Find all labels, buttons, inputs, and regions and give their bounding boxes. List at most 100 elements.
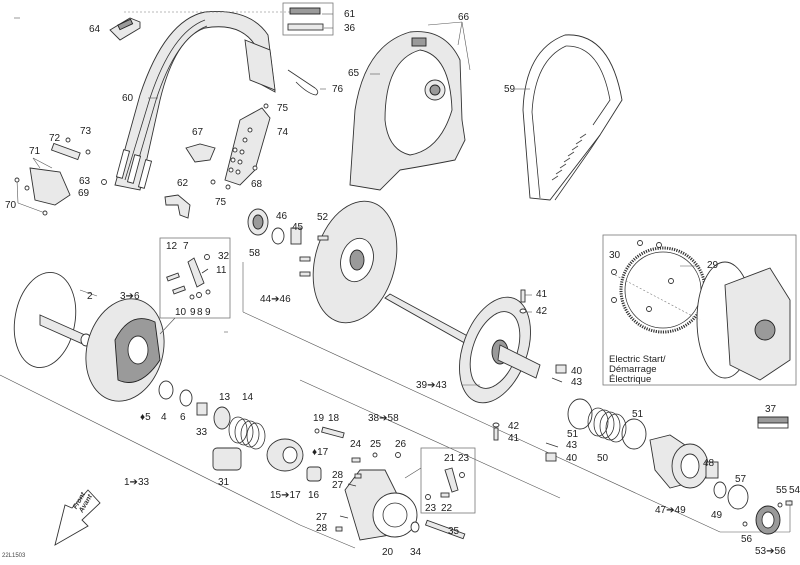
roller-8 <box>196 292 202 298</box>
cam-arm-inset <box>420 447 476 514</box>
screw-52b <box>299 256 311 262</box>
nut-26 <box>395 452 401 458</box>
callout-18: 18 <box>328 413 340 424</box>
callout-60: 60 <box>122 93 134 104</box>
decal-37 <box>757 416 789 424</box>
electric-start-label: Electric Start/ Démarrage Électrique <box>609 355 666 385</box>
callout-21: 21 <box>444 453 456 464</box>
plate-part-72 <box>50 142 81 161</box>
assembly-line-driven-pulley-long <box>242 311 721 533</box>
drive-belt-part-59 <box>522 34 623 201</box>
callout-17: ♦17 <box>312 447 329 458</box>
callout-57: 57 <box>735 474 747 485</box>
movable-sheave-part-39-43 <box>459 296 541 404</box>
cam-part-47-49 <box>649 434 709 489</box>
callout-40-bottom: 40 <box>566 453 578 464</box>
callout-70: 70 <box>5 200 17 211</box>
bolt-41 <box>520 289 526 303</box>
spring-part-14 <box>228 416 266 450</box>
bearing-inner-58 <box>252 214 264 230</box>
callout-76: 76 <box>332 84 344 95</box>
callout-2: 2 <box>87 291 93 302</box>
callout-58: 58 <box>249 248 261 259</box>
bushing-part-16 <box>306 466 322 482</box>
movable-half-part-3-6 <box>85 298 165 402</box>
bushing-part-45 <box>290 227 302 245</box>
callout-28-top: 28 <box>332 470 344 481</box>
screw-73b <box>85 149 91 155</box>
callout-63: 63 <box>79 176 91 187</box>
screw-52c <box>299 271 311 277</box>
screw-30c <box>656 242 662 248</box>
leader-71 <box>32 157 41 169</box>
callout-11: 11 <box>216 265 227 276</box>
plug-28 <box>354 473 362 479</box>
callout-5: ♦5 <box>140 412 151 423</box>
callout-7: 7 <box>183 241 189 252</box>
bracket-part-74 <box>224 107 271 186</box>
callout-28-bottom: 28 <box>316 523 328 534</box>
decal-61 <box>289 7 321 15</box>
inset-pointer <box>159 317 176 335</box>
callout-25: 25 <box>370 439 382 450</box>
callout-23-top: 23 <box>458 453 470 464</box>
callout-45: 45 <box>292 222 304 233</box>
ring-gear-part-29 <box>619 246 707 334</box>
callout-75-top: 75 <box>277 103 289 114</box>
callout-27-bottom: 27 <box>316 512 328 523</box>
callout-65: 65 <box>348 68 360 79</box>
callout-51-left: 51 <box>567 429 579 440</box>
callout-33: 33 <box>196 427 208 438</box>
cover-part-20 <box>344 469 418 541</box>
spring-part-50 <box>587 407 627 443</box>
callout-22: 22 <box>441 503 453 514</box>
callout-61: 61 <box>344 9 356 20</box>
callout-4: 4 <box>161 412 167 423</box>
nut-55 <box>777 502 783 508</box>
pin-22 <box>440 492 450 498</box>
callout-1-33: 1➔33 <box>124 477 150 488</box>
callout-30: 30 <box>609 250 621 261</box>
callout-16: 16 <box>308 490 320 501</box>
callout-54: 54 <box>789 485 800 496</box>
washer-9 <box>189 294 195 300</box>
screw-68 <box>252 165 258 171</box>
washer-part-13 <box>213 406 231 430</box>
callout-39-43: 39➔43 <box>416 380 447 391</box>
retainer-part-53-56 <box>755 505 781 535</box>
callout-49: 49 <box>711 510 723 521</box>
screw-30f <box>646 306 652 312</box>
washer-part-51 <box>567 398 593 430</box>
callout-38-58: 38➔58 <box>368 413 399 424</box>
callout-14: 14 <box>242 392 254 403</box>
screw-75b <box>210 179 216 185</box>
washer-42b <box>492 422 500 428</box>
callout-47-49: 47➔49 <box>655 505 686 516</box>
lever-part-7 <box>187 257 205 288</box>
arm-part-21 <box>444 467 459 493</box>
callout-24: 24 <box>350 439 362 450</box>
fixed-half-part-2 <box>13 271 92 369</box>
screw-30b <box>637 240 643 246</box>
assembly-line-drive-pulley <box>0 374 301 526</box>
assembly-line-drive-pulley-bottom <box>299 524 356 549</box>
bushing-part-48 <box>705 461 719 479</box>
callout-53-56: 53➔56 <box>755 546 786 557</box>
assembly-axis-29 <box>614 274 701 321</box>
callout-37: 37 <box>765 404 777 415</box>
driven-shaft <box>384 293 476 347</box>
callout-64: 64 <box>89 24 101 35</box>
callout-23-bottom: 23 <box>425 503 437 514</box>
electric-start-line2: Démarrage <box>609 364 657 375</box>
nut-32 <box>204 254 210 260</box>
callout-56: 56 <box>741 534 753 545</box>
fixed-sheave-part-44-46 <box>312 200 398 324</box>
ring-part-6 <box>179 389 193 407</box>
pin-part-12 <box>166 272 180 282</box>
washer-19 <box>314 428 320 434</box>
bolt-part-35 <box>424 519 466 540</box>
cotter-pin-11 <box>201 268 209 274</box>
decal-box <box>282 2 334 36</box>
spider-part-15-17 <box>266 438 304 472</box>
callout-66: 66 <box>458 12 470 23</box>
